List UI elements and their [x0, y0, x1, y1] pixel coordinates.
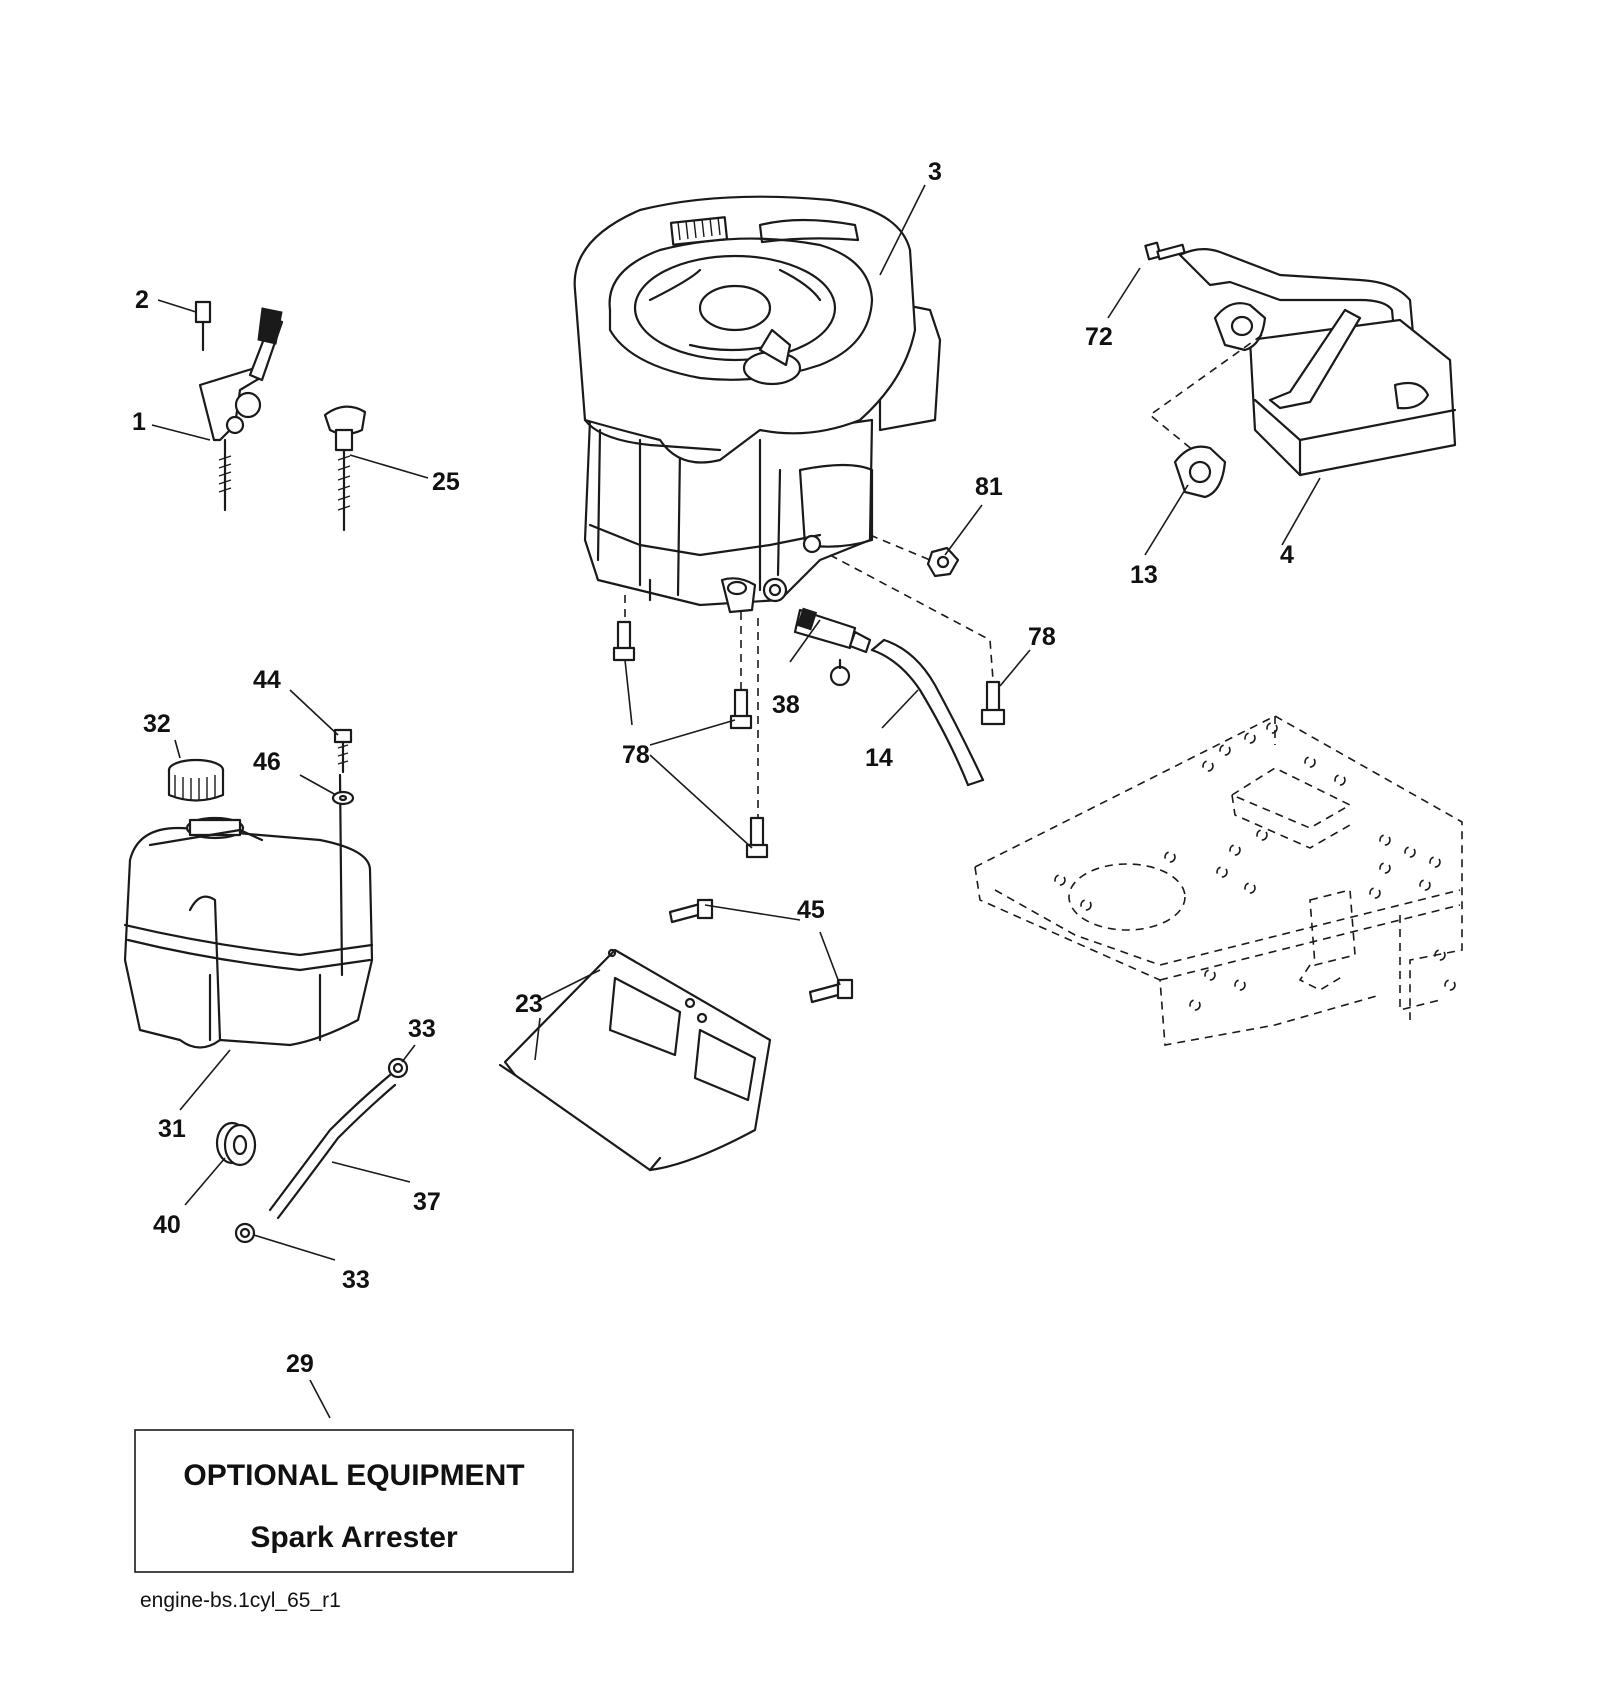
callout-44: 44 — [253, 666, 281, 694]
callout-14: 14 — [865, 744, 893, 772]
callout-81: 81 — [975, 473, 1003, 501]
callout-3: 3 — [928, 158, 942, 186]
callout-46: 46 — [253, 748, 281, 776]
callout-2: 2 — [135, 286, 149, 314]
muffler-assembly — [1144, 241, 1457, 499]
callout-45: 45 — [797, 896, 825, 924]
callout-32: 32 — [143, 710, 171, 738]
bolt-icon — [668, 898, 714, 924]
hose-clamp-icon — [234, 1222, 256, 1244]
washer-icon — [331, 790, 355, 806]
throttle-control — [194, 300, 284, 512]
leader-lines — [151, 184, 1321, 1419]
bolt-icon — [980, 680, 1006, 726]
bolt-icon — [808, 978, 854, 1004]
frame-outline — [974, 715, 1463, 1046]
nut-icon — [869, 534, 960, 578]
bolt-icon — [729, 688, 753, 730]
callout-33-bottom: 33 — [342, 1266, 370, 1294]
callout-29: 29 — [286, 1350, 314, 1378]
bolt-icon — [745, 816, 769, 859]
engine-mount-bolts — [612, 554, 1006, 859]
callout-25: 25 — [432, 468, 460, 496]
callout-33-top: 33 — [408, 1015, 436, 1043]
callout-78-bottom: 78 — [622, 741, 650, 769]
callout-1: 1 — [132, 408, 146, 436]
callout-23: 23 — [515, 990, 543, 1018]
hose-clamp-icon — [387, 1057, 409, 1079]
callout-labels: 3 72 2 1 25 81 13 4 78 38 14 78 44 32 46… — [132, 158, 1294, 1378]
optional-equipment-title: OPTIONAL EQUIPMENT — [183, 1459, 524, 1492]
callout-72: 72 — [1085, 323, 1113, 351]
fuel-cap — [167, 758, 225, 802]
bolt-icon — [612, 620, 636, 662]
fuel-filter — [793, 607, 872, 687]
fuel-line — [268, 1073, 397, 1220]
callout-4: 4 — [1280, 541, 1294, 569]
fuel-hose — [870, 638, 985, 787]
fuel-tank — [123, 773, 374, 1049]
engine-assembly — [573, 195, 942, 614]
callout-37: 37 — [413, 1188, 441, 1216]
optional-equipment-box: OPTIONAL EQUIPMENT Spark Arrester — [134, 1429, 574, 1573]
bolt-icon — [1144, 241, 1186, 261]
callout-13: 13 — [1130, 561, 1158, 589]
spark-arrester-label: Spark Arrester — [250, 1521, 458, 1554]
screw-icon — [333, 728, 353, 774]
callout-31: 31 — [158, 1115, 186, 1143]
bushing-icon — [215, 1121, 257, 1167]
heat-shield — [498, 948, 772, 1172]
callout-40: 40 — [153, 1211, 181, 1239]
screw-icon — [194, 300, 212, 352]
diagram-id: engine-bs.1cyl_65_r1 — [140, 1589, 341, 1612]
choke-knob — [323, 405, 367, 532]
callout-78-right: 78 — [1028, 623, 1056, 651]
callout-38: 38 — [772, 691, 800, 719]
